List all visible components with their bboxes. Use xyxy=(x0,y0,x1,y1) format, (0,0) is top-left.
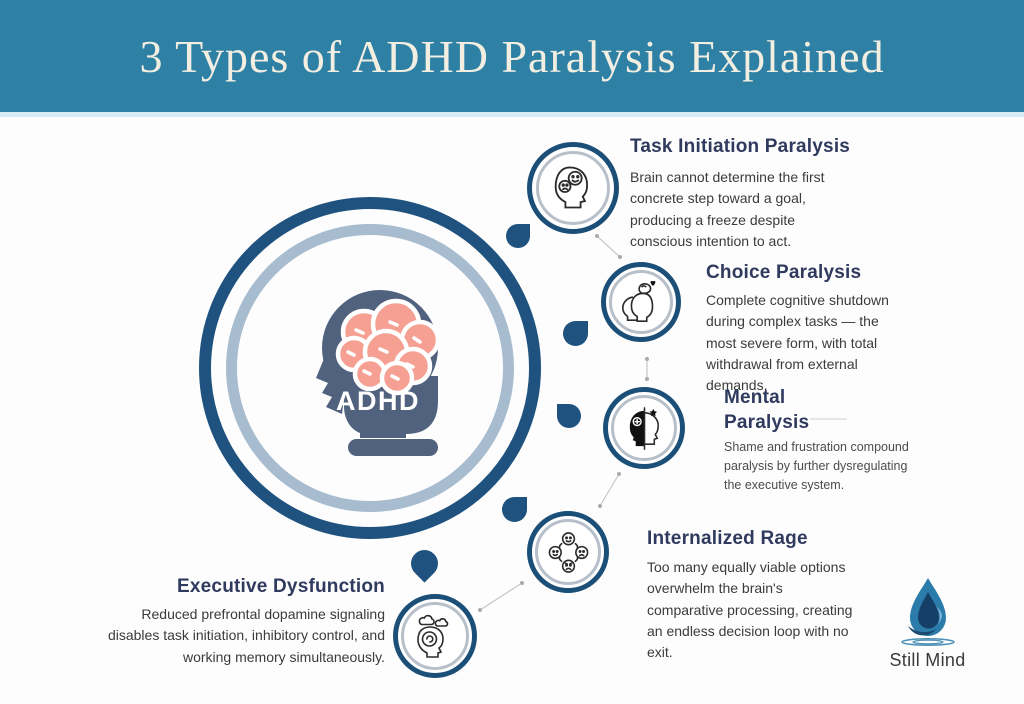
callout-title-task-initiation: Task Initiation Paralysis xyxy=(630,136,851,157)
callout-body-choice: Complete cognitive shutdown during compl… xyxy=(706,292,889,394)
head-two-moods-icon xyxy=(554,166,589,209)
callout-body-mental: Shame and frustration compound paralysis… xyxy=(724,440,909,492)
droplet-icon xyxy=(405,544,444,583)
droplet-icon xyxy=(502,497,527,522)
callout-body-internalized-rage: Too many equally viable options overwhel… xyxy=(647,559,853,661)
center-inner-ring xyxy=(226,224,514,512)
callout-title-internalized-rage: Internalized Rage xyxy=(647,528,808,549)
four-mood-faces-icon xyxy=(548,531,588,573)
logo-name: Still Mind xyxy=(889,650,966,670)
droplet-icon xyxy=(557,404,581,428)
callout-title-mental: Mental Paralysis xyxy=(724,387,810,433)
callout-body-task-initiation: Brain cannot determine the first concret… xyxy=(630,169,825,249)
node-task-initiation xyxy=(527,142,619,234)
node-internalized-rage xyxy=(527,511,609,593)
still-mind-logo: Still Mind xyxy=(880,576,975,671)
center-label: ADHD xyxy=(336,386,420,416)
header-bar: 3 Types of ADHD Paralysis Explained xyxy=(0,0,1024,112)
callout-title-choice: Choice Paralysis xyxy=(706,262,862,283)
callout-body-executive-dysfunction: Reduced prefrontal dopamine signaling di… xyxy=(107,606,385,665)
split-head-stress-icon xyxy=(629,406,659,450)
header-accent-strip xyxy=(0,112,1024,117)
head-clouds-clock-icon xyxy=(417,614,449,658)
two-heads-brain-heart-icon xyxy=(621,280,656,322)
page-title: 3 Types of ADHD Paralysis Explained xyxy=(139,30,885,82)
water-drop-ripples-icon xyxy=(900,578,955,646)
droplet-icon xyxy=(506,224,530,248)
node-choice xyxy=(601,262,681,342)
node-executive-dysfunction xyxy=(393,594,477,678)
adhd-head-brain-icon: ADHD xyxy=(316,290,441,456)
callout-title-executive-dysfunction: Executive Dysfunction xyxy=(177,576,385,597)
node-mental xyxy=(603,387,685,469)
droplet-icon xyxy=(563,321,588,346)
